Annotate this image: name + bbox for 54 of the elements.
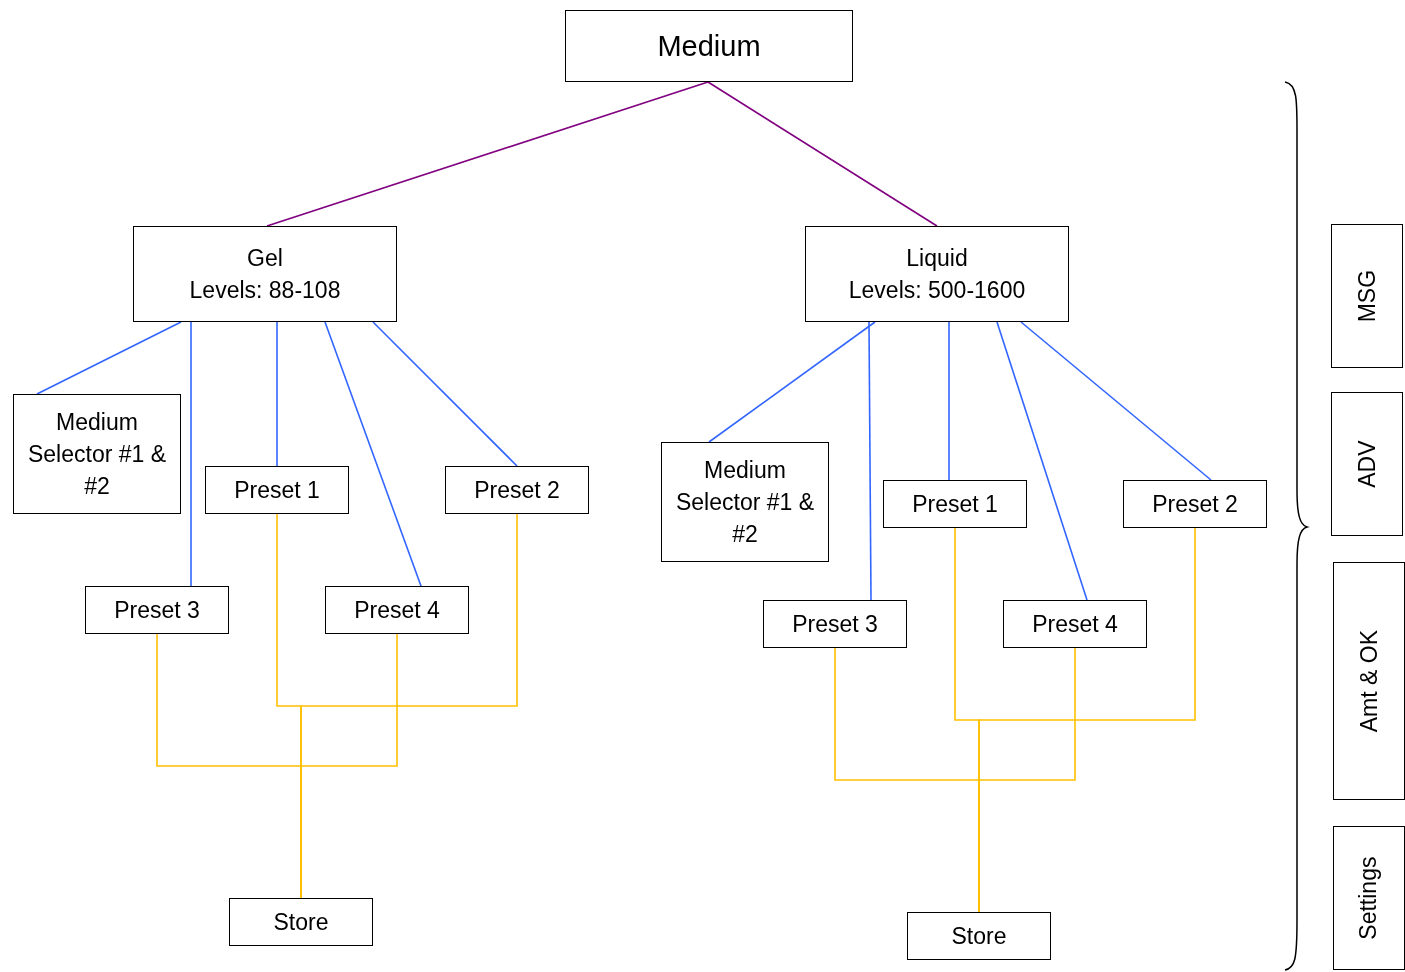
connector-line — [708, 321, 876, 443]
process-box — [445, 466, 589, 514]
node-label: Medium — [657, 28, 761, 64]
connector-line — [266, 81, 709, 227]
menu-box — [1333, 826, 1405, 970]
node-label: Preset 2 — [474, 475, 560, 505]
connector-line — [300, 633, 398, 899]
process-box — [229, 898, 373, 946]
connector-line — [868, 321, 872, 601]
connector-line — [1020, 321, 1212, 481]
process-box — [85, 586, 229, 634]
node-label: Preset 4 — [354, 595, 440, 625]
node-label: MSG — [1352, 269, 1381, 323]
node-label: Medium Selector #1 & #2 — [26, 407, 168, 502]
node-label: Store — [951, 921, 1007, 951]
connector-line — [996, 321, 1088, 601]
node-label: Medium Selector #1 & #2 — [674, 455, 816, 550]
connector-line — [978, 647, 1076, 913]
node-label: Levels: 500-1600 — [848, 276, 1026, 305]
menu-box — [1333, 562, 1405, 800]
process-box — [205, 466, 349, 514]
menu-box — [1331, 224, 1403, 368]
process-box — [1123, 480, 1267, 528]
node-label: Gel — [247, 243, 283, 273]
node-label: Preset 2 — [1152, 489, 1238, 519]
process-box — [907, 912, 1051, 960]
process-box — [883, 480, 1027, 528]
process-box — [133, 226, 397, 322]
connector-line — [707, 81, 938, 227]
connector-line — [36, 321, 182, 395]
node-label: Settings — [1354, 856, 1383, 940]
menu-box — [1331, 392, 1403, 536]
connector-line — [948, 321, 950, 481]
connector-line — [190, 321, 192, 587]
process-box — [661, 442, 829, 562]
node-label: Levels: 88-108 — [189, 276, 341, 305]
process-box — [805, 226, 1069, 322]
connector-line — [372, 321, 518, 467]
process-box — [13, 394, 181, 514]
process-box — [325, 586, 469, 634]
node-label: Preset 1 — [234, 475, 320, 505]
node-label: Amt & OK — [1354, 629, 1383, 733]
node-label: Preset 4 — [1032, 609, 1118, 639]
connector-line — [324, 321, 422, 587]
node-label: Preset 3 — [114, 595, 200, 625]
connector-line — [276, 321, 278, 467]
node-label: Preset 3 — [792, 609, 878, 639]
node-label: Preset 1 — [912, 489, 998, 519]
node-label: Store — [273, 907, 329, 937]
process-box — [1003, 600, 1147, 648]
node-label: ADV — [1352, 440, 1381, 488]
process-box — [565, 10, 853, 82]
node-label: Liquid — [906, 243, 968, 273]
process-box — [763, 600, 907, 648]
